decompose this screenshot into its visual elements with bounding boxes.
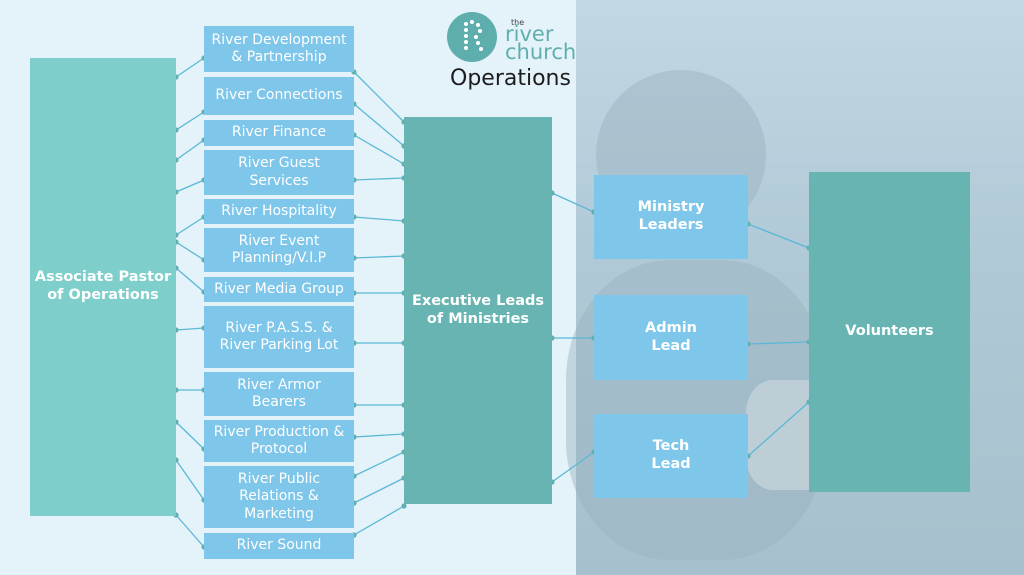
dept-river-connections: River Connections	[204, 77, 354, 115]
logo-text-river: river	[505, 22, 554, 46]
connector-line	[175, 327, 205, 331]
associate-pastor-box: Associate Pastor of Operations	[30, 58, 176, 516]
dept-river-media-group: River Media Group	[204, 277, 354, 302]
connector-line	[747, 341, 810, 345]
dept-river-guest-services: River Guest Services	[204, 150, 354, 195]
dept-river-armor-bearers: River Armor Bearers	[204, 372, 354, 416]
connector-line	[175, 111, 205, 131]
dept-river-hospitality: River Hospitality	[204, 199, 354, 224]
connector-line	[353, 134, 405, 165]
connector-line	[353, 477, 405, 504]
connector-line	[175, 179, 205, 193]
dept-river-public-relations: River Public Relations & Marketing	[204, 466, 354, 528]
dept-river-finance: River Finance	[204, 120, 354, 146]
connector-line	[353, 433, 405, 438]
connector-line	[353, 255, 405, 259]
connector-line	[353, 103, 405, 147]
logo-text-the: the	[511, 18, 525, 27]
connector-line	[175, 514, 205, 548]
page-title: Operations	[450, 66, 571, 91]
dept-river-production-protocol: River Production & Protocol	[204, 420, 354, 462]
connector-dot	[401, 503, 407, 509]
connector-line	[353, 451, 405, 477]
connector-line	[551, 451, 595, 483]
connector-line	[353, 505, 405, 536]
volunteers-box: Volunteers	[809, 172, 970, 492]
dept-river-event-planning: River Event Planning/V.I.P	[204, 228, 354, 272]
dept-river-sound: River Sound	[204, 533, 354, 559]
connector-line	[353, 177, 405, 181]
connector-line	[747, 401, 810, 457]
connector-line	[175, 216, 205, 236]
logo-emblem-icon	[447, 12, 497, 62]
executive-leads-box: Executive Leads of Ministries	[404, 117, 552, 504]
river-church-logo: the river church	[447, 10, 587, 66]
connector-line	[175, 421, 205, 450]
connector-line	[353, 71, 405, 123]
connector-line	[175, 139, 205, 161]
connector-line	[175, 459, 205, 501]
connector-line	[175, 267, 205, 293]
lead-tech: Tech Lead	[594, 414, 748, 498]
dept-river-pass-parking: River P.A.S.S. & River Parking Lot	[204, 306, 354, 368]
lead-ministry-leaders: Ministry Leaders	[594, 175, 748, 259]
logo-text-church: church	[505, 40, 577, 64]
dept-river-development-partnership: River Development & Partnership	[204, 26, 354, 72]
connector-line	[747, 223, 810, 249]
connector-line	[551, 192, 595, 213]
connector-line	[353, 216, 405, 222]
lead-admin: Admin Lead	[594, 295, 748, 380]
connector-line	[175, 241, 205, 261]
connector-line	[175, 57, 205, 78]
